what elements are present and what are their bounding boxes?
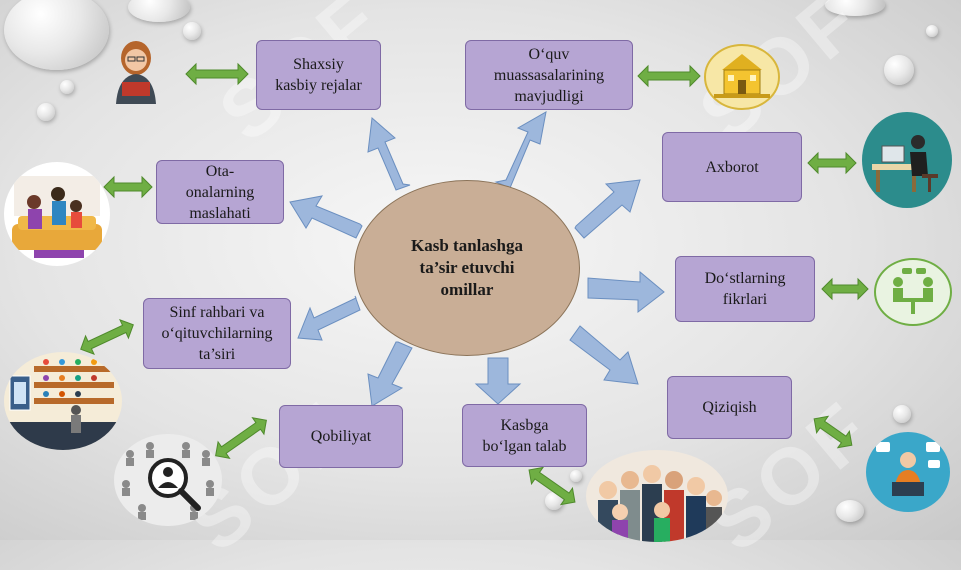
water-drop xyxy=(836,500,864,522)
central-topic-line: ta’sir etuvchi xyxy=(419,258,515,277)
water-drop xyxy=(570,470,582,482)
water-drop xyxy=(183,22,201,40)
factor-dostlar: Do‘stlarning fikrlari xyxy=(675,256,815,322)
green-arrow-shaxsiy xyxy=(185,62,249,86)
green-arrow-ota xyxy=(103,175,153,199)
water-drop xyxy=(128,0,190,22)
arrow-to-axborot xyxy=(574,179,641,239)
factor-label: Sinf rahbari va xyxy=(169,304,265,321)
teacher-woman-icon xyxy=(116,41,156,104)
factor-label: muassasalarining xyxy=(493,66,605,84)
factor-label: kasbiy rejalar xyxy=(275,77,362,94)
factor-label: mavjudligi xyxy=(514,87,584,105)
water-drop xyxy=(825,0,885,16)
factor-label: O‘quv xyxy=(528,45,570,63)
arrow-to-qiziqish xyxy=(569,325,639,385)
factor-label: Axborot xyxy=(705,158,759,176)
classroom-icon xyxy=(4,352,122,450)
central-topic-line: Kasb tanlashga xyxy=(411,236,523,255)
factor-qiziqish: Qiziqish xyxy=(667,376,792,439)
computer-user-icon xyxy=(862,112,952,208)
green-arrow-qiziqish xyxy=(813,415,853,449)
factor-axborot: Axborot xyxy=(662,132,802,202)
water-drop xyxy=(893,405,911,423)
water-drop xyxy=(60,80,74,94)
central-topic: Kasb tanlashga ta’sir etuvchi omillar xyxy=(354,180,580,356)
factor-sinf: Sinf rahbari va o‘qituvchilarning ta’siri xyxy=(143,298,291,369)
factor-label: maslahati xyxy=(189,204,251,222)
water-drop xyxy=(545,492,563,510)
factor-label: Ota- xyxy=(205,162,235,180)
friends-meeting-icon xyxy=(874,258,952,326)
factor-shaxsiy: Shaxsiy kasbiy rejalar xyxy=(256,40,381,110)
crowd-people-icon xyxy=(586,450,728,542)
green-arrow-oquv xyxy=(637,64,701,88)
factor-label: o‘qituvchilarning xyxy=(161,325,273,342)
green-arrow-qobiliyat xyxy=(215,417,267,459)
water-drop xyxy=(37,103,55,121)
arrow-to-dostlar xyxy=(587,270,665,314)
factor-label: fikrlari xyxy=(722,291,768,308)
factor-label: onalarning xyxy=(185,183,255,201)
green-arrow-talab xyxy=(528,466,576,506)
arrows-layer xyxy=(80,62,869,506)
factor-qobiliyat: Qobiliyat xyxy=(279,405,403,468)
factor-label: Shaxsiy xyxy=(293,56,344,73)
factor-label: ta’siri xyxy=(198,346,236,363)
arrow-to-ota xyxy=(289,195,363,239)
factor-label: Do‘stlarning xyxy=(704,270,786,287)
factor-label: Qobiliyat xyxy=(310,428,372,445)
arrow-to-qobiliyat xyxy=(367,341,413,407)
arrow-to-oquv xyxy=(494,111,547,189)
green-arrow-dostlar xyxy=(821,277,869,301)
factor-talab: Kasbga bo‘lgan talab xyxy=(462,404,587,467)
green-arrow-sinf xyxy=(80,319,134,355)
family-icon xyxy=(4,162,110,266)
arrow-to-sinf xyxy=(297,295,361,341)
factor-oquv: O‘quv muassasalarining mavjudligi xyxy=(465,40,633,110)
water-drop xyxy=(926,25,938,37)
factor-ota: Ota-onalarning maslahati xyxy=(156,160,284,224)
central-topic-line: omillar xyxy=(440,280,494,299)
factor-label: Kasbga xyxy=(500,416,549,434)
talent-search-icon xyxy=(114,434,222,526)
arrow-to-talab xyxy=(474,357,522,405)
factor-label: Qiziqish xyxy=(702,399,757,416)
green-arrow-axborot xyxy=(807,151,857,175)
water-drop xyxy=(4,0,109,70)
arrow-to-shaxsiy xyxy=(367,117,411,191)
school-building-icon xyxy=(704,44,780,110)
water-drop xyxy=(884,55,914,85)
factor-label: bo‘lgan talab xyxy=(482,437,567,455)
laptop-person-icon xyxy=(866,432,950,512)
